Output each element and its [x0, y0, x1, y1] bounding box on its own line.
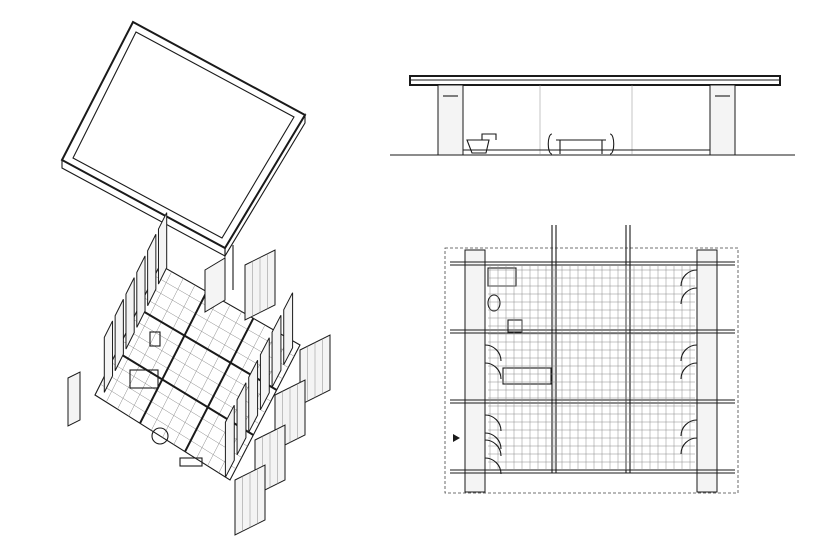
door-swing [680, 419, 698, 437]
plan-bathtub [487, 267, 517, 287]
plan-toilet [487, 294, 501, 312]
section-wall-right [709, 84, 736, 156]
door-swing [484, 362, 502, 380]
wall-panel [147, 234, 157, 306]
door-swing [484, 439, 502, 457]
exploded-roof [60, 20, 307, 290]
section-bathtub [466, 133, 497, 154]
entrance-arrow-icon [453, 434, 460, 442]
door-swing [484, 414, 502, 432]
roof-outline [444, 247, 739, 494]
door-swing [680, 437, 698, 455]
plan-wall-right [696, 249, 718, 493]
axo-dining-table [151, 427, 169, 445]
wall-panel [283, 292, 294, 366]
wall-panel [271, 314, 282, 388]
wall-panel [103, 320, 114, 393]
door-swing [680, 287, 698, 305]
plan-view [444, 225, 739, 494]
floor-grid-beam [139, 291, 208, 424]
axo-toilet [149, 331, 161, 347]
door-swing [680, 362, 698, 380]
wall-panel [248, 359, 259, 433]
wall-panel [114, 299, 124, 371]
plan-wall-left [464, 249, 486, 493]
axo-bench [179, 457, 203, 467]
wall-panel [136, 255, 146, 328]
floor-platform [94, 212, 301, 481]
exploded-wall-panels [67, 249, 331, 536]
floor-grid-beam [184, 317, 255, 453]
exploded-side-panel [67, 371, 81, 427]
plan-kitchen-counter [502, 367, 552, 385]
section-wall-left [437, 84, 464, 156]
door-swing [484, 432, 502, 450]
wall-panel [259, 337, 270, 411]
wall-panel [125, 277, 135, 350]
door-swing [484, 457, 502, 475]
door-swing [484, 344, 502, 362]
door-swing [680, 269, 698, 287]
door-swing [680, 344, 698, 362]
axo-kitchen-counter [129, 369, 159, 389]
wall-panel [224, 404, 235, 478]
axonometric-view [60, 20, 331, 536]
wall-panel [157, 212, 168, 285]
floor-tile-line [154, 275, 295, 357]
section-view [390, 75, 795, 156]
wall-panel [236, 382, 247, 456]
exploded-door-panel [204, 257, 226, 313]
section-table [547, 133, 615, 155]
